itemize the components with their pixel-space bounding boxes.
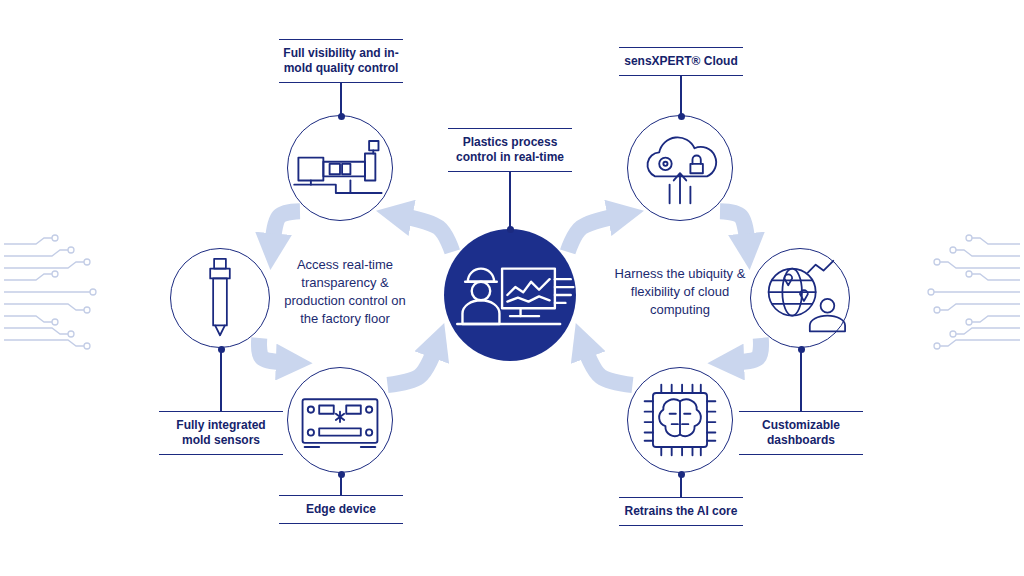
circuit-pad: [90, 289, 96, 295]
stage-icon: [288, 116, 392, 220]
circuit-trace: [4, 262, 84, 268]
leader-dot: [338, 471, 345, 478]
stage-icon: [171, 249, 269, 347]
circuit-pad: [966, 271, 972, 277]
circuit-lines: [4, 235, 96, 349]
circuit-pad: [928, 289, 934, 295]
stage-icon: [751, 249, 849, 347]
circuit-pad: [934, 343, 940, 349]
circuit-trace: [4, 328, 68, 334]
leader-line: [220, 349, 222, 411]
circuit-pad: [52, 319, 58, 325]
circuit-trace: [4, 250, 68, 256]
stage-icon: [444, 229, 576, 361]
circuit-trace: [972, 238, 1020, 244]
flow-arrow: [273, 211, 300, 240]
circuit-trace: [4, 304, 84, 310]
leader-dot: [507, 226, 514, 233]
stage-label: Fully integrated mold sensors: [159, 411, 283, 455]
stage-label: Plastics process control in real-time: [448, 128, 572, 172]
circuit-trace: [4, 274, 52, 280]
flow-arrow: [259, 338, 283, 362]
circuit-trace: [940, 340, 1020, 346]
stage-circle: Full visibility and in-mold quality cont…: [287, 115, 393, 221]
circuit-trace: [4, 238, 52, 244]
leader-line: [340, 83, 342, 116]
circuit-pad: [966, 319, 972, 325]
circuit-pad: [52, 235, 58, 241]
leader-line: [800, 349, 802, 411]
circuit-trace: [934, 291, 1020, 292]
flow-arrow: [388, 351, 435, 385]
loop-caption: Access real-time transparency & producti…: [274, 256, 416, 328]
stage-circle: Retrains the AI core: [627, 367, 733, 473]
circuit-lines: [928, 235, 1020, 349]
leader-dot: [678, 471, 685, 478]
leader-dot: [798, 346, 805, 353]
stage-label: sensXPERT® Cloud: [619, 47, 743, 76]
circuit-trace: [972, 274, 1020, 280]
circuit-pad: [934, 259, 940, 265]
stage-circle: Edge device: [287, 367, 393, 473]
leader-dot: [678, 113, 685, 120]
loop-caption: Harness the ubiquity & flexibility of cl…: [609, 265, 751, 319]
leader-line: [680, 76, 682, 117]
flow-arrow: [405, 216, 452, 251]
circuit-pad: [84, 307, 90, 313]
stage-label: Edge device: [279, 495, 403, 524]
stage-circle: sensXPERT® Cloud: [627, 115, 733, 221]
circuit-pad: [84, 343, 90, 349]
flow-arrow: [737, 338, 761, 362]
flow-arrow: [568, 216, 615, 251]
circuit-pad: [966, 235, 972, 241]
circuit-trace: [956, 250, 1020, 256]
circuit-trace: [4, 291, 90, 292]
stage-circle: Customizable dashboards: [750, 248, 850, 348]
leader-line: [509, 172, 511, 229]
leader-dot: [338, 113, 345, 120]
stage-circle: Fully integrated mold sensors: [170, 248, 270, 348]
stage-icon: [628, 368, 732, 472]
circuit-pad: [68, 331, 74, 337]
circuit-pad: [950, 247, 956, 253]
stage-label: Retrains the AI core: [619, 497, 743, 526]
stage-label: Customizable dashboards: [739, 411, 863, 455]
circuit-trace: [4, 316, 52, 322]
circuit-pad: [934, 307, 940, 313]
leader-dot: [218, 346, 225, 353]
circuit-trace: [940, 262, 1020, 268]
stage-icon: [288, 368, 392, 472]
circuit-trace: [956, 328, 1020, 334]
circuit-trace: [940, 304, 1020, 310]
circuit-pad: [68, 247, 74, 253]
circuit-pad: [950, 331, 956, 337]
circuit-trace: [972, 316, 1020, 322]
flow-arrow: [720, 211, 747, 240]
stage-label: Full visibility and in-mold quality cont…: [279, 39, 403, 83]
circuit-pad: [84, 259, 90, 265]
circuit-pad: [52, 271, 58, 277]
hub-circle: Plastics process control in real-time: [444, 229, 576, 361]
flow-arrow: [586, 351, 633, 385]
circuit-trace: [4, 340, 84, 346]
stage-icon: [628, 116, 732, 220]
